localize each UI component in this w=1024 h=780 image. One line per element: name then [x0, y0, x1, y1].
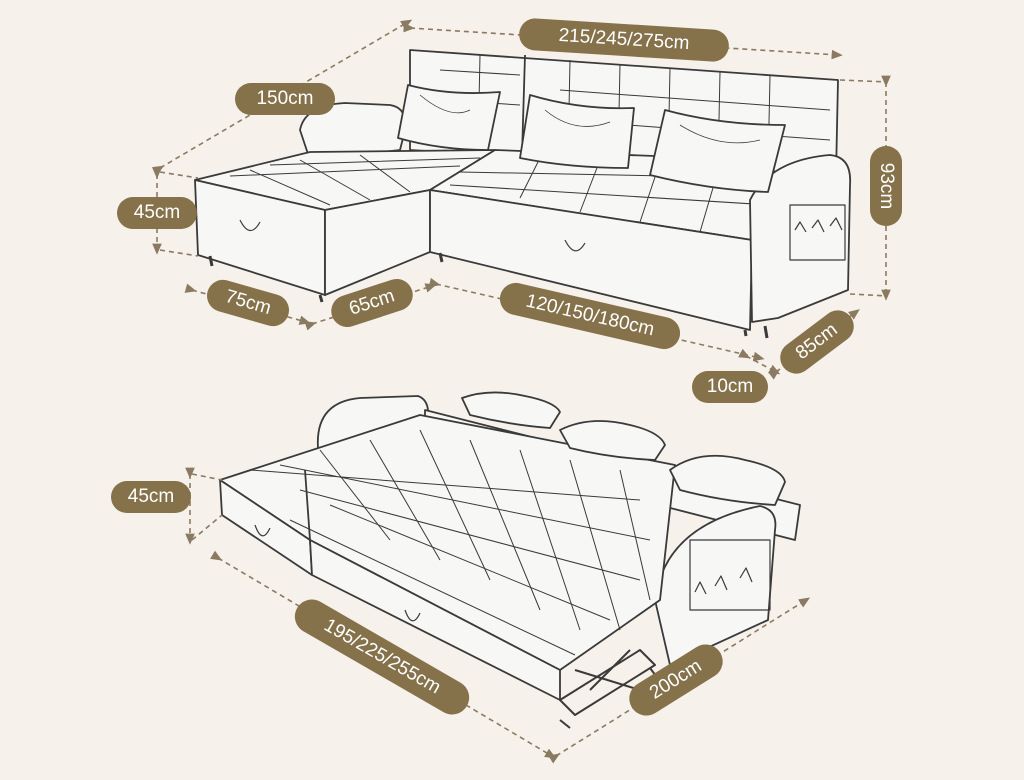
svg-text:93cm: 93cm: [876, 163, 897, 209]
label-chaise-width: 75cm: [207, 279, 289, 327]
label-sofa-height: 93cm: [870, 146, 902, 226]
svg-text:45cm: 45cm: [128, 486, 174, 507]
svg-text:45cm: 45cm: [134, 202, 180, 223]
label-chaise-length: 150cm: [235, 83, 335, 115]
label-sofa-width: 215/245/275cm: [519, 18, 729, 62]
label-arm-width: 10cm: [692, 371, 768, 403]
svg-text:10cm: 10cm: [707, 376, 753, 397]
label-sofa-seat-height: 45cm: [117, 197, 197, 229]
sofa-bed-unfolded-illustration: [219, 391, 801, 729]
label-bed-seat-height: 45cm: [111, 481, 191, 513]
svg-text:150cm: 150cm: [256, 88, 313, 109]
